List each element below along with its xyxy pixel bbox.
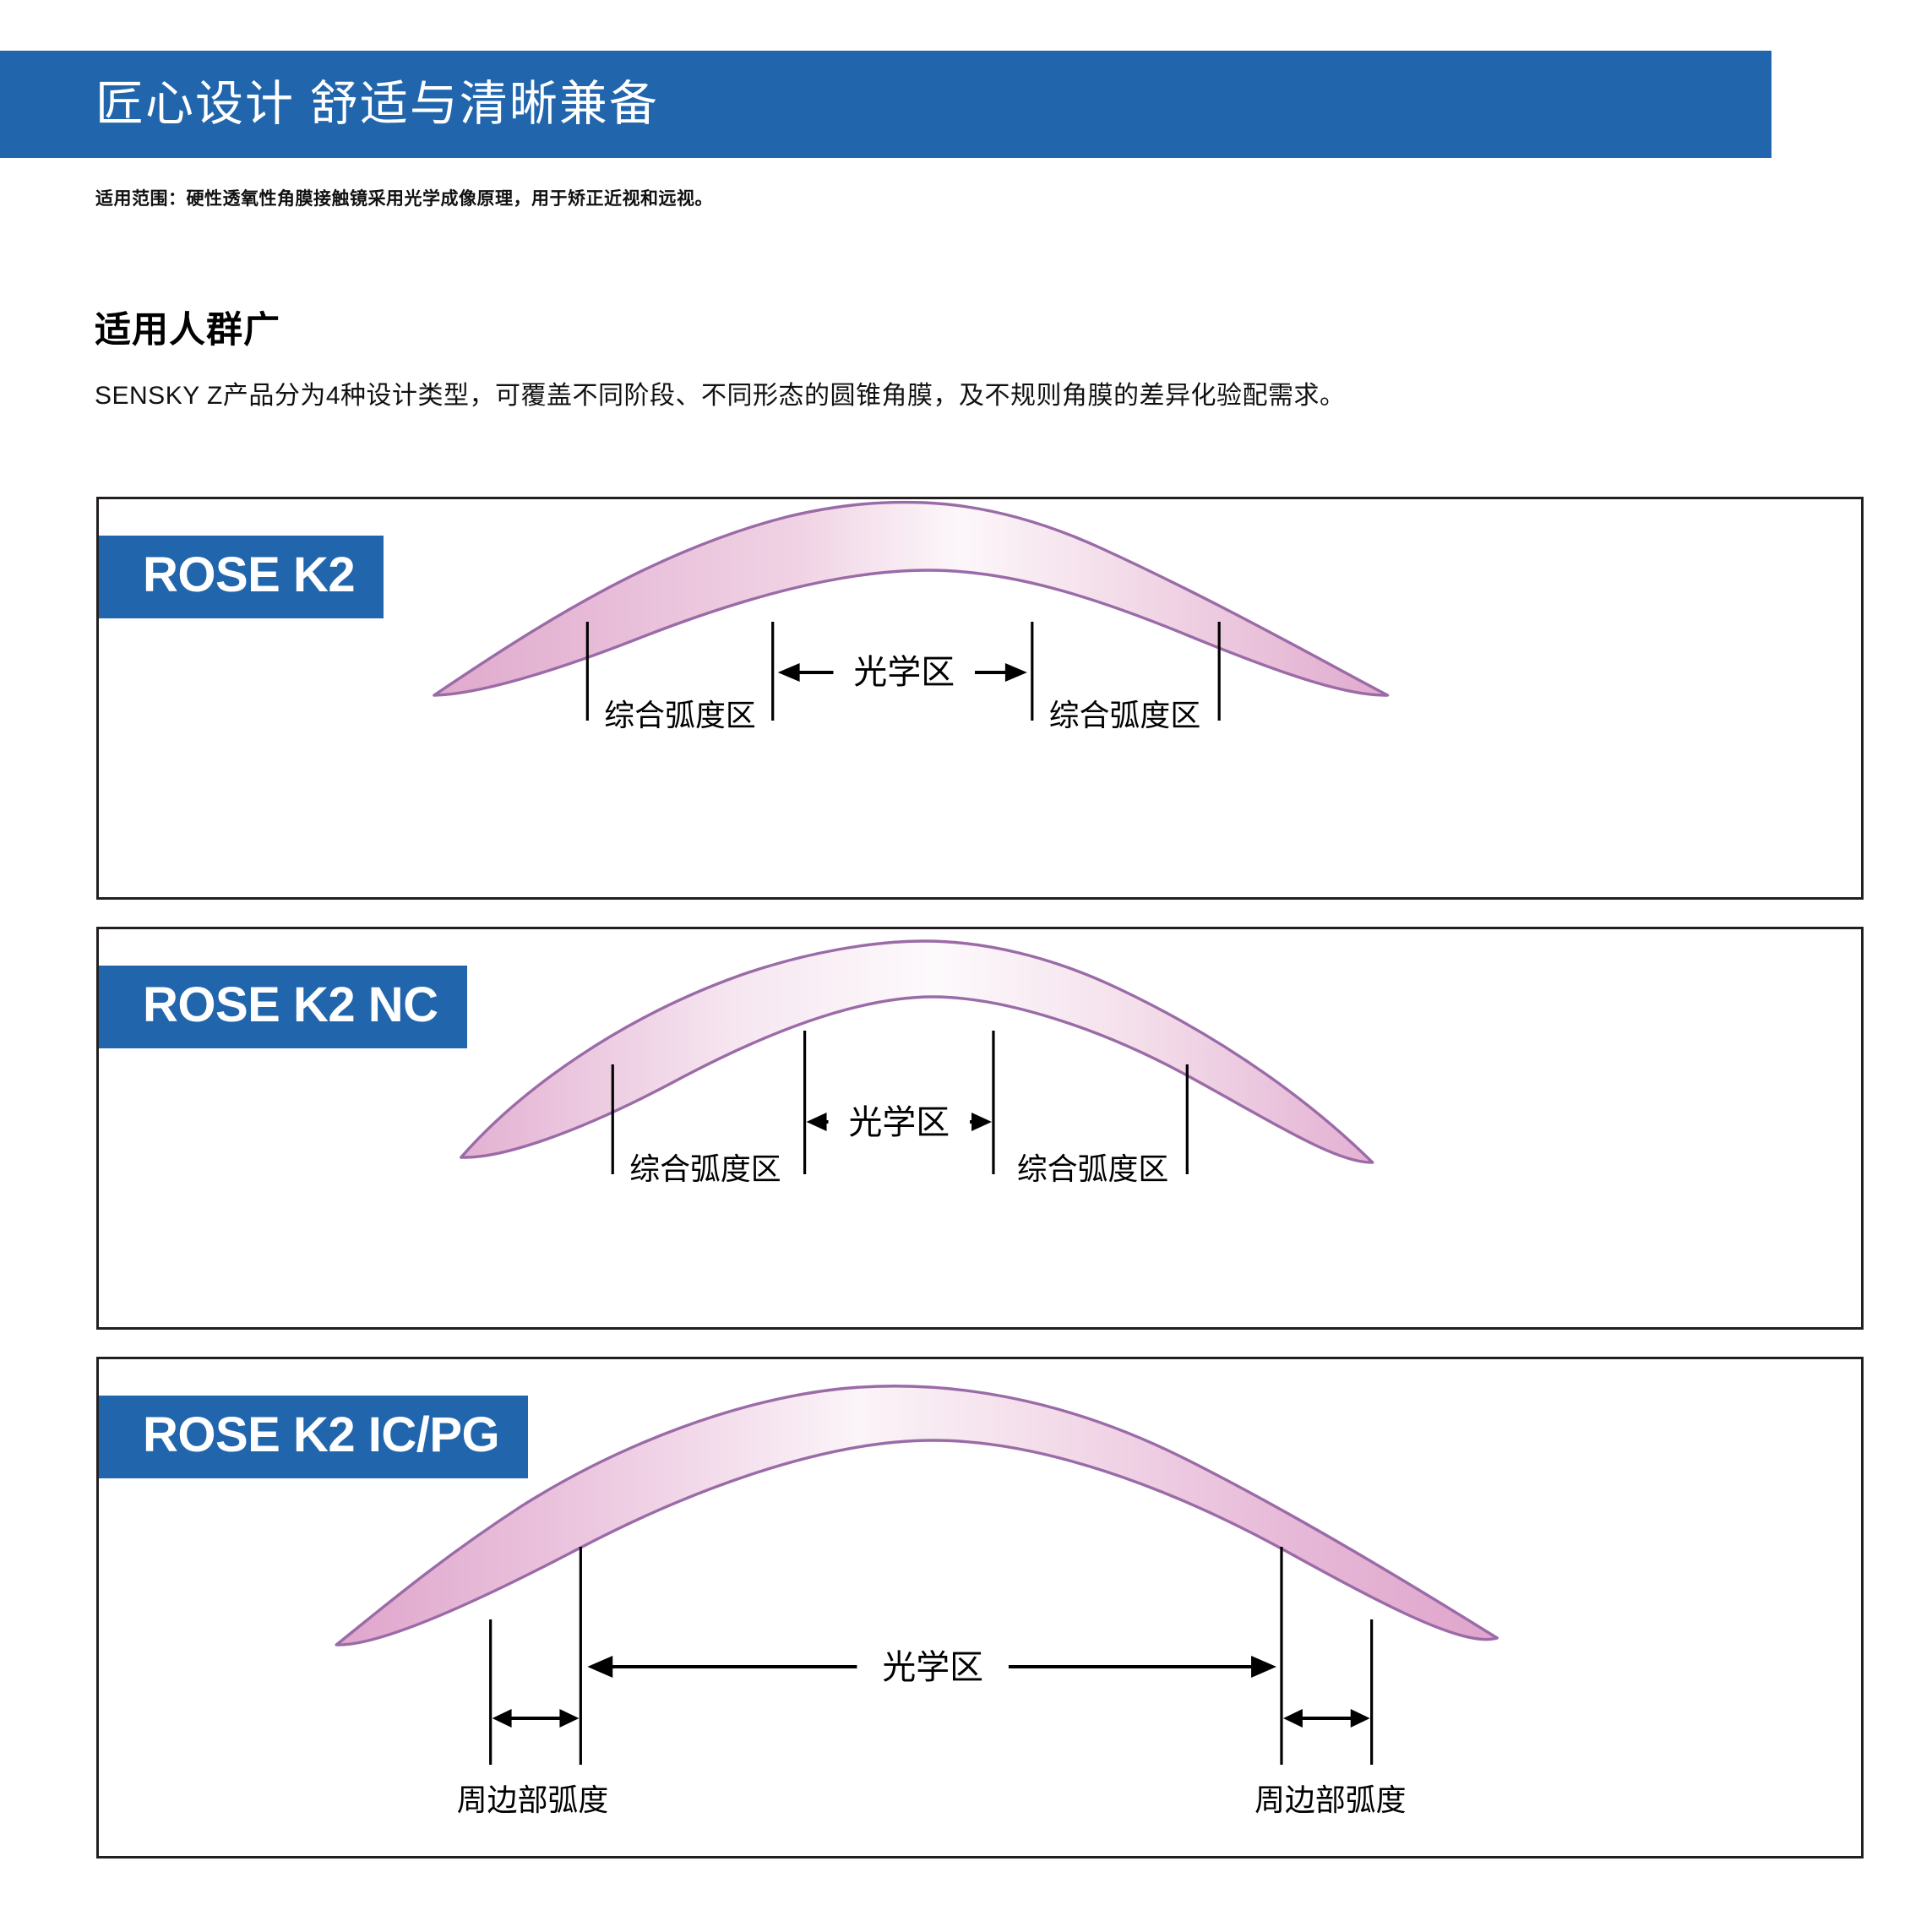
product-badge: ROSE K2 NC — [99, 966, 467, 1048]
right-peripheral-arrow — [1282, 1709, 1370, 1728]
lens-cross-section-shape — [460, 939, 1374, 1164]
label-left-zone: 综合弧度区 — [604, 698, 755, 732]
label-left-zone: 周边部弧度 — [457, 1782, 608, 1817]
left-peripheral-arrow — [492, 1709, 580, 1728]
lens-diagram-rose-k2-icpg: 光学区 周边部弧度 周边部弧度 — [335, 1385, 1499, 1817]
product-card-rose-k2-nc: 光学区 综合弧度区 综合弧度区 ROSE K2 NC — [96, 927, 1864, 1330]
page-title: 匠心设计 舒适与清晰兼备 — [95, 77, 659, 131]
section-heading: 适用人群广 — [95, 310, 280, 351]
label-optic-zone: 光学区 — [848, 1104, 950, 1141]
page-header-bar: 匠心设计 舒适与清晰兼备 — [0, 51, 1771, 158]
label-left-zone: 综合弧度区 — [629, 1151, 781, 1186]
label-right-zone: 周边部弧度 — [1254, 1782, 1406, 1817]
lens-diagram-rose-k2: 光学区 综合弧度区 综合弧度区 — [433, 500, 1390, 732]
lens-cross-section-shape — [433, 500, 1390, 697]
section-description: SENSKY Z产品分为4种设计类型，可覆盖不同阶段、不同形态的圆锥角膜，及不规… — [95, 382, 1346, 410]
label-optic-zone: 光学区 — [853, 654, 955, 691]
label-right-zone: 综合弧度区 — [1049, 698, 1200, 732]
product-badge: ROSE K2 IC/PG — [99, 1396, 529, 1478]
lens-diagram-rose-k2-nc: 光学区 综合弧度区 综合弧度区 — [460, 939, 1374, 1186]
scope-statement: 适用范围：硬性透氧性角膜接触镜采用光学成像原理，用于矫正近视和远视。 — [95, 189, 713, 209]
label-optic-zone: 光学区 — [882, 1649, 983, 1686]
label-right-zone: 综合弧度区 — [1017, 1151, 1168, 1186]
product-card-rose-k2-icpg: 光学区 周边部弧度 周边部弧度 ROSE K2 IC/PG — [96, 1357, 1864, 1859]
product-card-rose-k2: 光学区 综合弧度区 综合弧度区 ROSE K2 — [96, 497, 1864, 900]
lens-cross-section-shape — [335, 1385, 1499, 1646]
product-badge: ROSE K2 — [99, 536, 384, 618]
